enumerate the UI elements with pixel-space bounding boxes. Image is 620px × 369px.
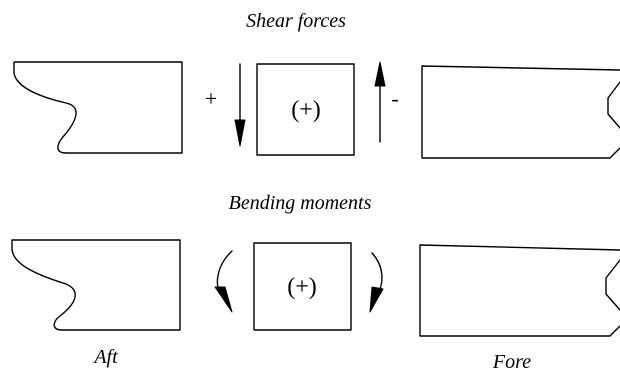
fore-label: Fore bbox=[492, 351, 531, 369]
bending-element-box bbox=[253, 242, 352, 331]
bending-box-sign: (+) bbox=[287, 274, 317, 300]
shear-box-sign: (+) bbox=[291, 97, 321, 123]
shear-up-arrow-head bbox=[374, 61, 386, 87]
bending-right-arrow-head bbox=[369, 286, 384, 313]
fore-hull-section-bending bbox=[419, 244, 620, 337]
shear-forces-title: Shear forces bbox=[246, 10, 346, 32]
shear-plus-sign: + bbox=[205, 86, 217, 111]
shear-element-box bbox=[256, 63, 355, 156]
aft-hull-section-bending bbox=[11, 239, 181, 331]
bending-moments-title: Bending moments bbox=[229, 192, 372, 214]
aft-label: Aft bbox=[92, 346, 118, 368]
bending-left-arrow-head bbox=[214, 286, 233, 313]
fore-hull-bulb-shear bbox=[607, 81, 620, 129]
fore-hull-section-shear bbox=[421, 65, 620, 159]
fore-hull-bulb-bending bbox=[605, 259, 620, 311]
shear-down-arrow-head bbox=[234, 119, 246, 147]
aft-hull-section-shear bbox=[13, 61, 183, 154]
shear-minus-sign: - bbox=[391, 86, 398, 111]
